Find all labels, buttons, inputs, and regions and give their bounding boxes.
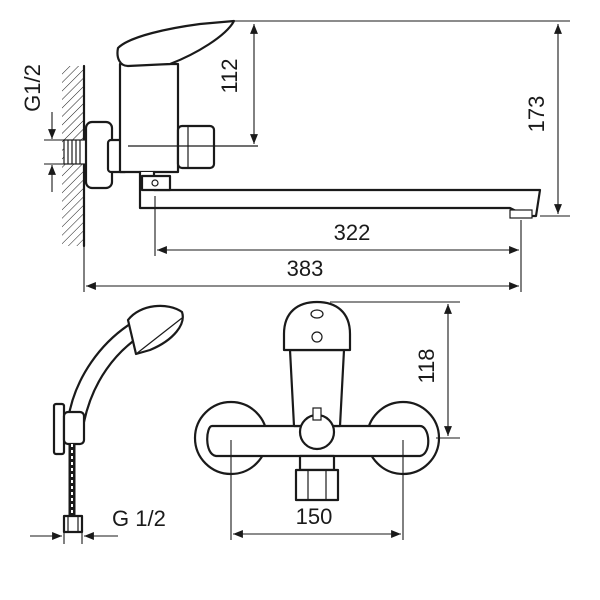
handle-indicator (310, 309, 324, 319)
aerator (509, 209, 533, 219)
dim-322-label: 322 (334, 220, 371, 245)
thread-label-top: G1/2 (20, 64, 45, 112)
side-nut (176, 124, 216, 170)
mixer-body (118, 62, 180, 174)
hose-thread-label: G 1/2 (112, 506, 166, 531)
front-outlet-nut (298, 454, 336, 472)
spout-collar (140, 174, 172, 192)
spout (138, 170, 542, 218)
dim-118-label: 118 (414, 348, 439, 383)
front-view: 118 150 (193, 300, 460, 540)
dim-383-label: 383 (287, 256, 324, 281)
hose-nut (62, 514, 84, 534)
front-outlet (294, 468, 340, 502)
shower-bracket (52, 402, 66, 456)
lever-handle (116, 19, 236, 68)
dim-150-label: 150 (296, 504, 333, 529)
shower-head (126, 304, 184, 356)
hand-shower: G 1/2 (30, 304, 184, 544)
front-handle (282, 300, 352, 352)
side-view: 112 173 G1/2 322 383 (20, 19, 570, 292)
dim-112-label: 112 (217, 58, 242, 93)
dim-173-label: 173 (524, 96, 549, 133)
